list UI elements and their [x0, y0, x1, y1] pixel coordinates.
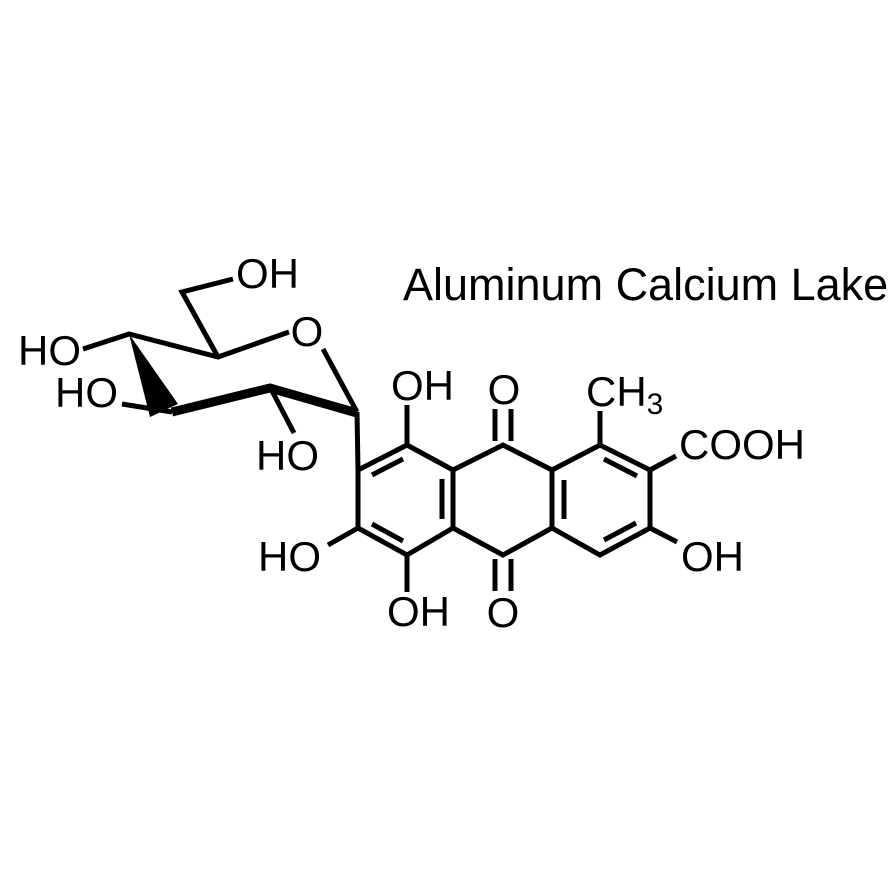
- label-oh-aryl-bottom: OH: [387, 588, 450, 635]
- bond-aryl-oh-right: [648, 525, 679, 545]
- bond-c3-ho3: [121, 401, 173, 415]
- bond-oh-ch2-c5: [178, 276, 234, 359]
- doublebond-left-topleft-edge: [370, 456, 405, 478]
- label-ho-aryl-left: HO: [258, 533, 321, 580]
- ring-right-aromatic: [549, 442, 653, 558]
- label-ho-sugar-c4: HO: [18, 327, 81, 374]
- label-o-sugar-ring: O: [291, 308, 324, 355]
- ring-middle-bottom-edge: [451, 525, 554, 558]
- doublebond-right-topright-edge: [602, 456, 639, 479]
- doublebond-right-bottomright-edge: [602, 520, 638, 543]
- label-o-ketone-top: O: [488, 366, 521, 413]
- label-ho-sugar-c3: HO: [55, 369, 118, 416]
- label-oh-sugar-ch2oh: OH: [236, 250, 299, 297]
- bond-aryl-cooh: [648, 453, 678, 473]
- bond-aryl-ho-left: [326, 525, 360, 548]
- structure-title: Aluminum Calcium Lake: [403, 259, 888, 310]
- label-cooh: COOH: [679, 421, 805, 468]
- bond-c2-ho2: [268, 387, 297, 435]
- doublebond-left-bottomleft-edge: [370, 521, 405, 544]
- bold-bond-c1-c2-c3: [170, 383, 359, 418]
- bond-c1-aryl: [354, 411, 361, 471]
- label-oh-aryl-right: OH: [681, 533, 744, 580]
- bond-oring-c1: [320, 347, 360, 414]
- bond-ho4-c4-c5-oring: [82, 329, 290, 360]
- label-ch3: CH3: [586, 368, 663, 421]
- ring-middle-top-edge: [451, 442, 554, 473]
- label-o-ketone-bottom: O: [487, 589, 520, 636]
- label-oh-aryl-top: OH: [391, 362, 454, 409]
- ring-left-aromatic: [355, 442, 456, 558]
- label-ho-sugar-c2: HO: [256, 432, 319, 479]
- wedge-bond-c4-c3: [129, 334, 178, 417]
